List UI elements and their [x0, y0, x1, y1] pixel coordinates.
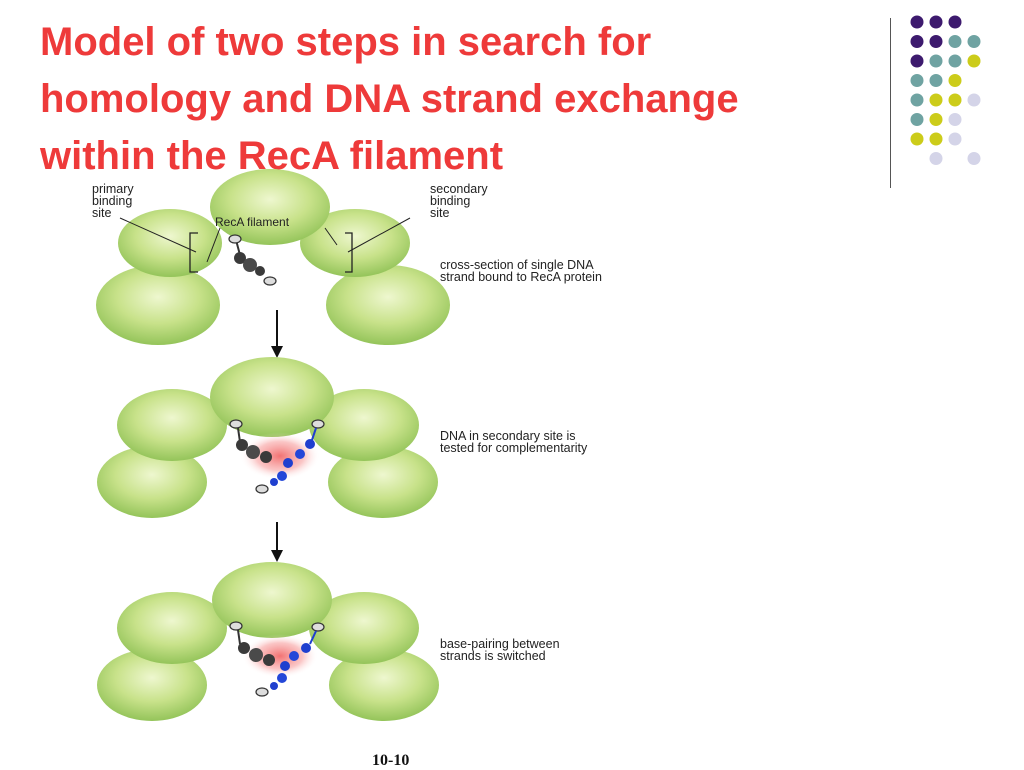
slide-title: Model of two steps in search for homolog… [40, 14, 860, 185]
panel2-lobe-center [210, 357, 334, 437]
decorative-dot [967, 93, 981, 107]
panel1-lobe-left-top [118, 209, 222, 277]
leader-filament [206, 227, 221, 263]
label-recA-filament: RecA filament [215, 215, 290, 229]
title-line-1: Model of two steps in search for [40, 20, 652, 64]
panel3-red-highlight [242, 634, 318, 678]
decorative-dot [929, 15, 943, 29]
panel3-lobe-left-top [117, 592, 227, 664]
panel-1-filament [96, 169, 450, 345]
panel2-lobe-left-top [117, 389, 227, 461]
leader-secondary [347, 217, 411, 253]
label-step3-description: base-pairing between strands is switched [440, 637, 560, 663]
decorative-dot [910, 35, 924, 48]
decorative-dot [910, 74, 924, 87]
decorative-dot [948, 15, 962, 29]
decorative-dot [948, 113, 962, 126]
decorative-dot [948, 132, 962, 146]
decorative-dot [948, 74, 962, 87]
arrow-down-2 [271, 522, 283, 562]
arrow-down-1 [271, 310, 283, 358]
panel1-lobe-right-top [300, 209, 410, 277]
panel2-lobe-right-bottom [328, 446, 438, 518]
label-secondary-binding-site: secondary binding site [430, 182, 488, 220]
panel2-lobe-right-top [309, 389, 419, 461]
panel3-lobe-right-bottom [329, 649, 439, 721]
leader-primary [119, 217, 197, 253]
bracket-primary [189, 232, 198, 273]
panel2-dna-blue-strand [255, 419, 325, 494]
leader-filament-right [324, 227, 338, 246]
decorative-dot [929, 74, 943, 87]
panel3-dna-blue-strand [255, 622, 325, 697]
decorative-dot [967, 54, 981, 68]
decorative-dot [910, 132, 924, 146]
decorative-dot [910, 15, 924, 29]
decorative-dot [948, 93, 962, 107]
label-step1-description: cross-section of single DNA strand bound… [440, 258, 602, 284]
panel3-dna-dark-strand [229, 621, 275, 666]
bracket-secondary [345, 232, 353, 273]
decorative-dot [910, 113, 924, 126]
panel1-lobe-center [210, 169, 330, 245]
decorative-dot [929, 35, 943, 48]
panel2-lobe-left-bottom [97, 446, 207, 518]
decorative-dot-grid [910, 15, 981, 165]
divider-line [890, 18, 891, 188]
panel3-lobe-center [212, 562, 332, 638]
title-line-2: homology and DNA strand exchange [40, 77, 739, 121]
panel1-lobe-right-bottom [326, 265, 450, 345]
panel-3-filament [97, 562, 439, 721]
decorative-dot [967, 152, 981, 165]
panel3-lobe-left-bottom [97, 649, 207, 721]
decorative-dot [929, 113, 943, 126]
panel1-lobe-left-bottom [96, 265, 220, 345]
figure-number: 10-10 [372, 752, 410, 769]
decorative-dot [910, 54, 924, 68]
panel2-red-highlight [240, 432, 320, 480]
label-step2-description: DNA in secondary site is tested for comp… [440, 429, 588, 455]
decorative-dot [948, 35, 962, 48]
panel3-lobe-right-top [309, 592, 419, 664]
panel1-dna-strand [228, 234, 277, 286]
decorative-dot [929, 132, 943, 146]
decorative-dot [910, 93, 924, 107]
panel-2-filament [97, 357, 438, 518]
label-primary-binding-site: primary binding site [92, 182, 134, 220]
decorative-dot [948, 54, 962, 68]
panel2-dna-dark-strand [229, 419, 272, 463]
decorative-dot [967, 35, 981, 48]
decorative-dot [929, 152, 943, 165]
decorative-dot [929, 93, 943, 107]
decorative-dot [929, 54, 943, 68]
